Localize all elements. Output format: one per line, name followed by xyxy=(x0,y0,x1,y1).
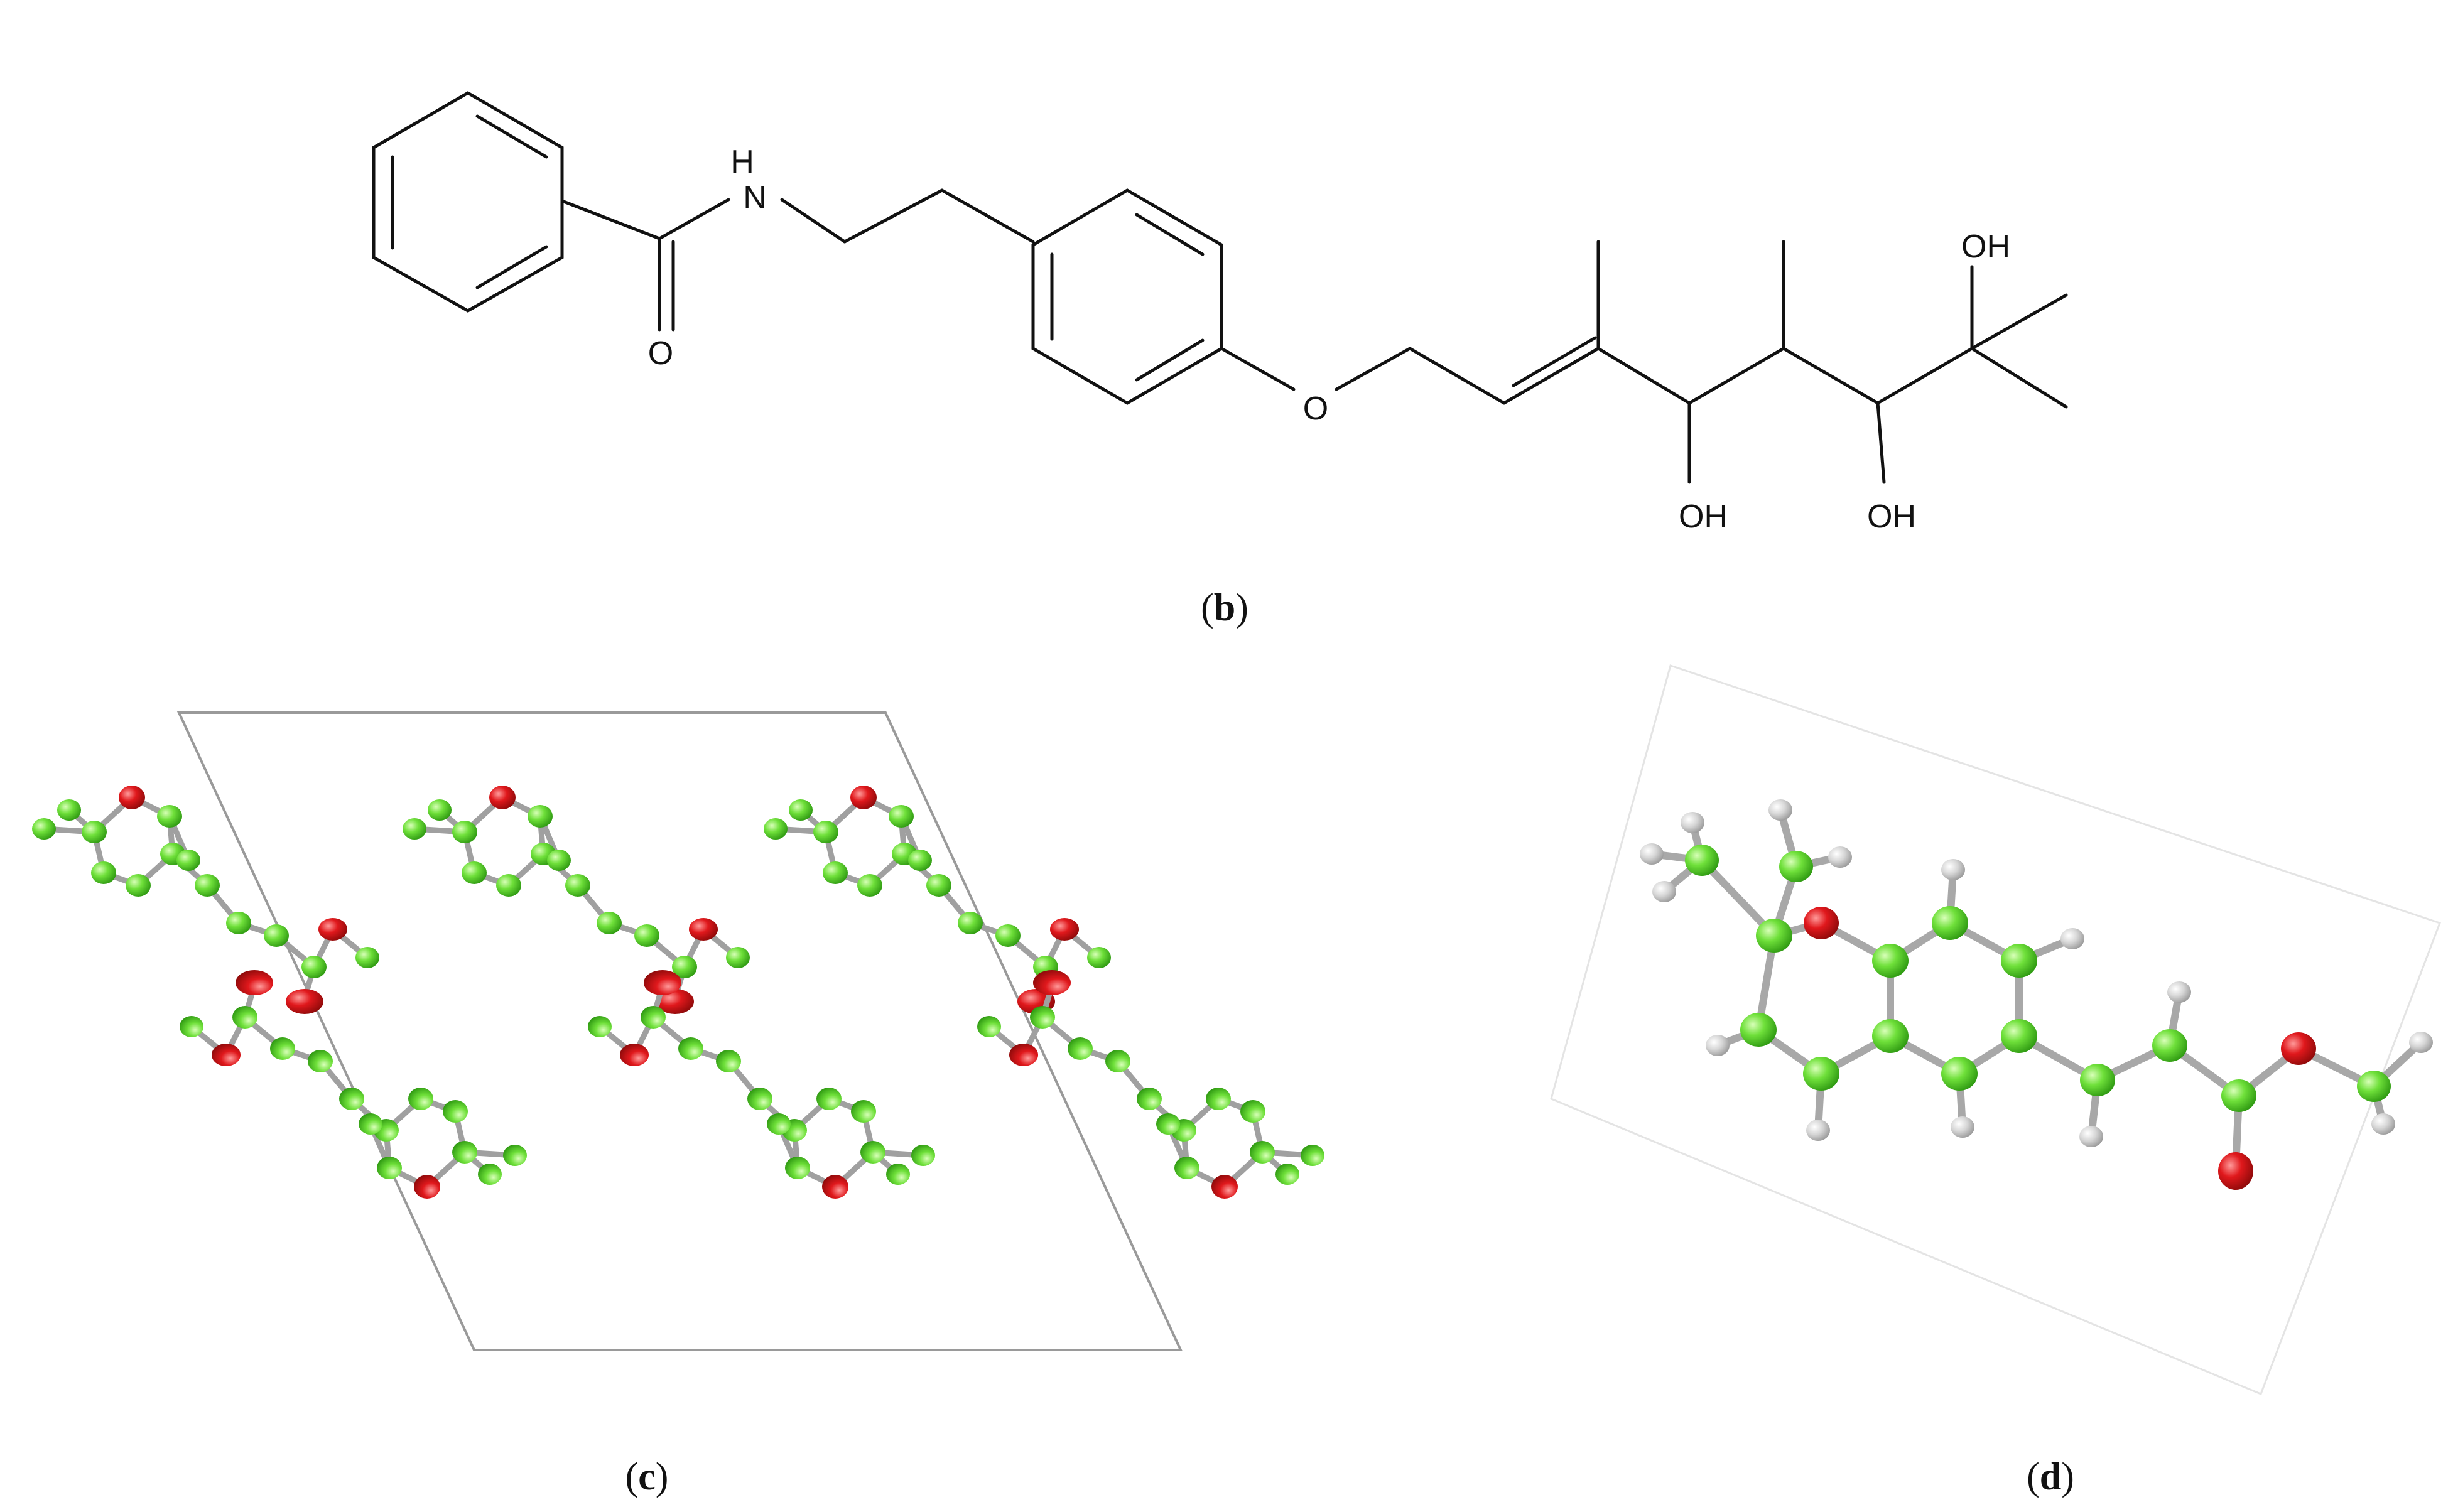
molecule-bottom-2 xyxy=(588,970,935,1199)
atom-labels: H N O O OH OH OH xyxy=(648,144,2010,535)
atom-ether-o: O xyxy=(1303,391,1328,427)
atom-oh-3: OH xyxy=(1961,229,2010,265)
unit-cell-d xyxy=(1550,664,2441,1395)
panel-d-label: (d) xyxy=(2027,1455,2074,1498)
molecule-d-hydrogens xyxy=(1640,799,2433,1147)
molecule-top-2 xyxy=(403,786,750,1014)
atom-n: N xyxy=(743,180,767,216)
atom-h: H xyxy=(730,144,754,180)
panel-c-label: (c) xyxy=(625,1455,669,1498)
panel-b-label: (b) xyxy=(1201,586,1248,629)
unit-cell xyxy=(176,711,1183,1351)
atom-carbonyl-o: O xyxy=(648,335,673,372)
atom-oh-1: OH xyxy=(1679,499,1728,535)
molecule-top-1 xyxy=(32,786,379,1014)
panel-b-structure: H N O O OH OH OH (b) xyxy=(372,91,2068,629)
panel-c-crystal-packing: (c) xyxy=(32,711,1324,1498)
molecule-d-bonds xyxy=(1648,806,2425,1172)
molecule-d-carbons xyxy=(1685,845,2391,1112)
panel-d-molecule: (d) xyxy=(1550,664,2441,1498)
atom-oh-2: OH xyxy=(1867,499,1916,535)
molecule-bottom-1 xyxy=(180,970,527,1199)
molecule-d-oxygens xyxy=(1804,907,2316,1190)
skeletal-bonds xyxy=(372,91,2068,484)
